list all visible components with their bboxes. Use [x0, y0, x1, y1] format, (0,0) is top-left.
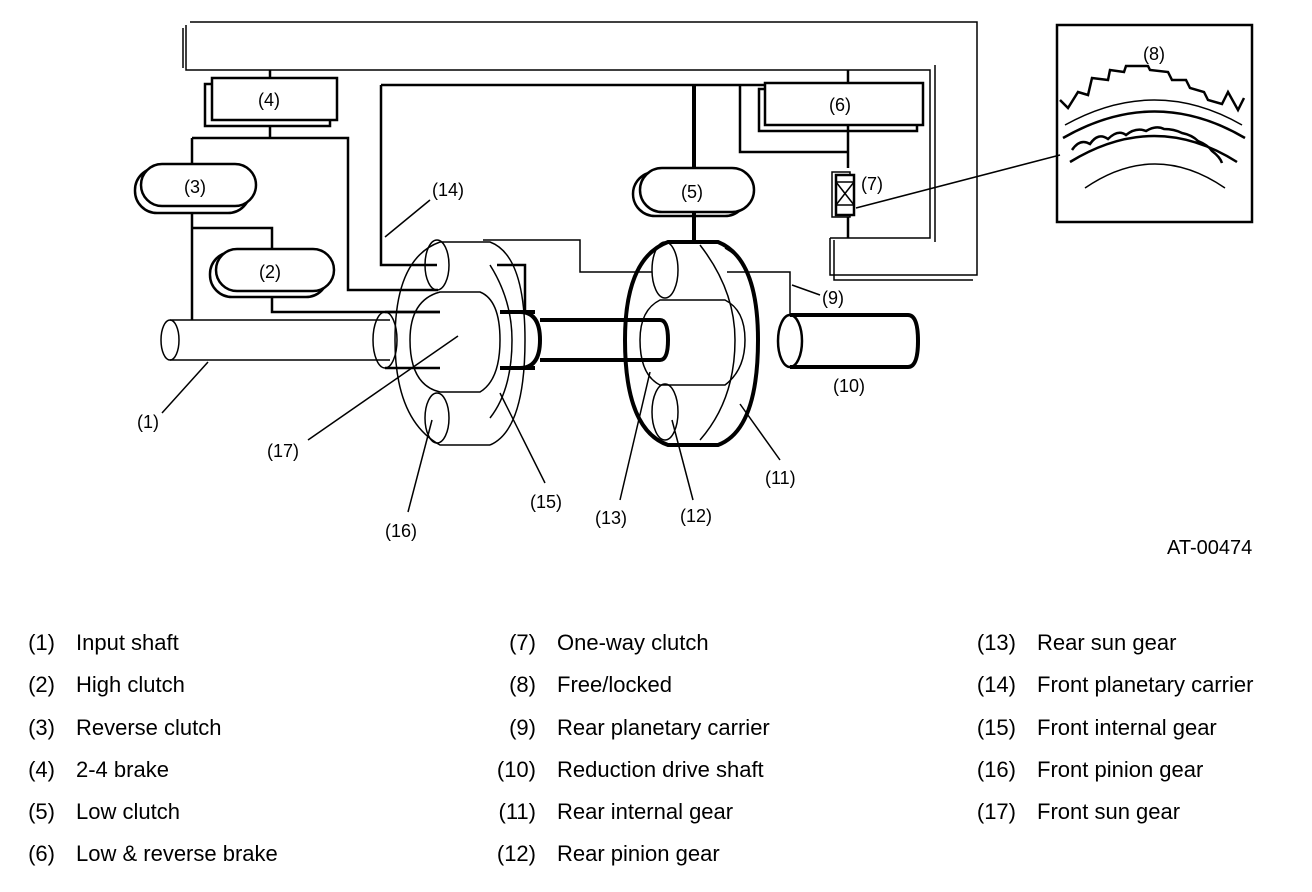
legend-item: (16) Front pinion gear — [966, 749, 1253, 791]
callout-11: (11) — [765, 468, 796, 488]
one-way-clutch: (7) — [831, 154, 1061, 238]
legend-item: (11) Rear internal gear — [486, 791, 770, 833]
legend-label: Rear planetary carrier — [557, 714, 770, 740]
callout-14: (14) — [432, 180, 464, 200]
legend-item: (17) Front sun gear — [966, 791, 1253, 833]
low-clutch: (5) — [631, 166, 756, 242]
brake-2-4: (4) — [203, 70, 339, 138]
callout-9: (9) — [822, 288, 844, 308]
legend-number: (17) — [976, 799, 1016, 825]
legend-label: Rear pinion gear — [557, 841, 720, 867]
legend-column-3: (13) Rear sun gear (14) Front planetary ca… — [966, 622, 1254, 833]
legend-number: (1) — [28, 630, 55, 655]
legend-label: High clutch — [76, 672, 185, 698]
callout-17: (17) — [267, 441, 299, 461]
legend-number: (11) — [498, 799, 537, 825]
legend-item: (10) Reduction drive shaft — [486, 749, 770, 791]
legend-item: (12) Rear pinion gear — [486, 833, 770, 875]
reduction-drive-shaft: (10) — [776, 313, 921, 396]
legend-item: (9) Rear planetary carrier — [486, 707, 770, 749]
callout-5: (5) — [681, 182, 703, 202]
legend-number: (10) — [496, 756, 536, 782]
callout-2: (2) — [259, 262, 281, 282]
callout-6: (6) — [829, 95, 851, 115]
legend-item: (15) Front internal gear — [966, 707, 1253, 749]
callout-10: (10) — [833, 376, 865, 396]
one-way-clutch-inset: (8) — [1055, 23, 1254, 224]
legend-label: Low clutch — [76, 799, 180, 825]
legend-column-1: (1) Input shaft (2) High clutch (3) Reverse… — [22, 622, 278, 876]
callout-15: (15) — [530, 492, 562, 512]
legend-label: Front internal gear — [1037, 714, 1217, 740]
legend-item: (5) Low clutch — [22, 791, 278, 833]
legend-label: Low & reverse brake — [76, 841, 278, 867]
low-reverse-brake: (6) — [757, 70, 925, 168]
legend-number: (6) — [28, 841, 55, 867]
transmission-schematic: (4) (3) (2) (6) (7) — [133, 21, 1254, 541]
legend-item: (13) Rear sun gear — [966, 622, 1253, 664]
legend-item: (4) 2-4 brake — [22, 749, 278, 791]
legend-item: (3) Reverse clutch — [22, 707, 278, 749]
callout-16: (16) — [385, 521, 417, 541]
legend-item: (14) Front planetary carrier — [966, 664, 1254, 706]
legend-number: (3) — [28, 714, 55, 740]
legend-label: Rear sun gear — [1037, 630, 1177, 655]
legend-number: (5) — [28, 799, 55, 825]
callout-8: (8) — [1143, 44, 1165, 64]
legend-number: (13) — [976, 630, 1016, 655]
legend-label: Rear internal gear — [557, 799, 734, 825]
figure-code: AT-00474 — [1167, 537, 1253, 559]
legend-number: (15) — [976, 714, 1016, 740]
legend-label: One-way clutch — [557, 630, 709, 655]
callout-12: (12) — [680, 506, 712, 526]
callout-3: (3) — [184, 177, 206, 197]
legend-number: (7) — [509, 630, 536, 655]
legend-label: Front sun gear — [1037, 799, 1181, 825]
reverse-clutch: (3) — [133, 162, 258, 215]
legend-number: (12) — [496, 841, 536, 867]
legend-label: Front planetary carrier — [1037, 672, 1254, 698]
legend-number: (4) — [28, 756, 55, 782]
legend-number: (8) — [509, 672, 536, 698]
legend-label: Reduction drive shaft — [557, 756, 764, 782]
legend-item: (1) Input shaft — [22, 622, 278, 664]
legend-number: (16) — [976, 756, 1016, 782]
legend-column-2: (7) One-way clutch (8) Free/locked (9) Rear… — [486, 622, 770, 876]
callout-13: (13) — [595, 508, 627, 528]
legend-number: (14) — [976, 672, 1016, 698]
legend-number: (2) — [28, 672, 55, 698]
legend-label: Reverse clutch — [76, 714, 222, 740]
legend-label: Input shaft — [76, 630, 179, 655]
housing-frame — [182, 21, 978, 281]
front-planetary: (17) (16) (15) (14) — [267, 180, 562, 541]
legend-item: (2) High clutch — [22, 664, 278, 706]
legend-item: (6) Low & reverse brake — [22, 833, 278, 875]
legend-item: (7) One-way clutch — [486, 622, 770, 664]
legend-label: 2-4 brake — [76, 756, 169, 782]
callout-4: (4) — [258, 90, 280, 110]
legend-item: (8) Free/locked — [486, 664, 770, 706]
callout-7: (7) — [861, 174, 883, 194]
legend-number: (9) — [509, 714, 536, 740]
input-shaft: (1) — [137, 319, 390, 432]
legend-label: Front pinion gear — [1037, 756, 1204, 782]
rear-planetary: (9) (13) (12) (11) — [595, 240, 844, 528]
callout-1: (1) — [137, 412, 159, 432]
legend-label: Free/locked — [557, 672, 672, 698]
high-clutch: (2) — [208, 247, 336, 299]
